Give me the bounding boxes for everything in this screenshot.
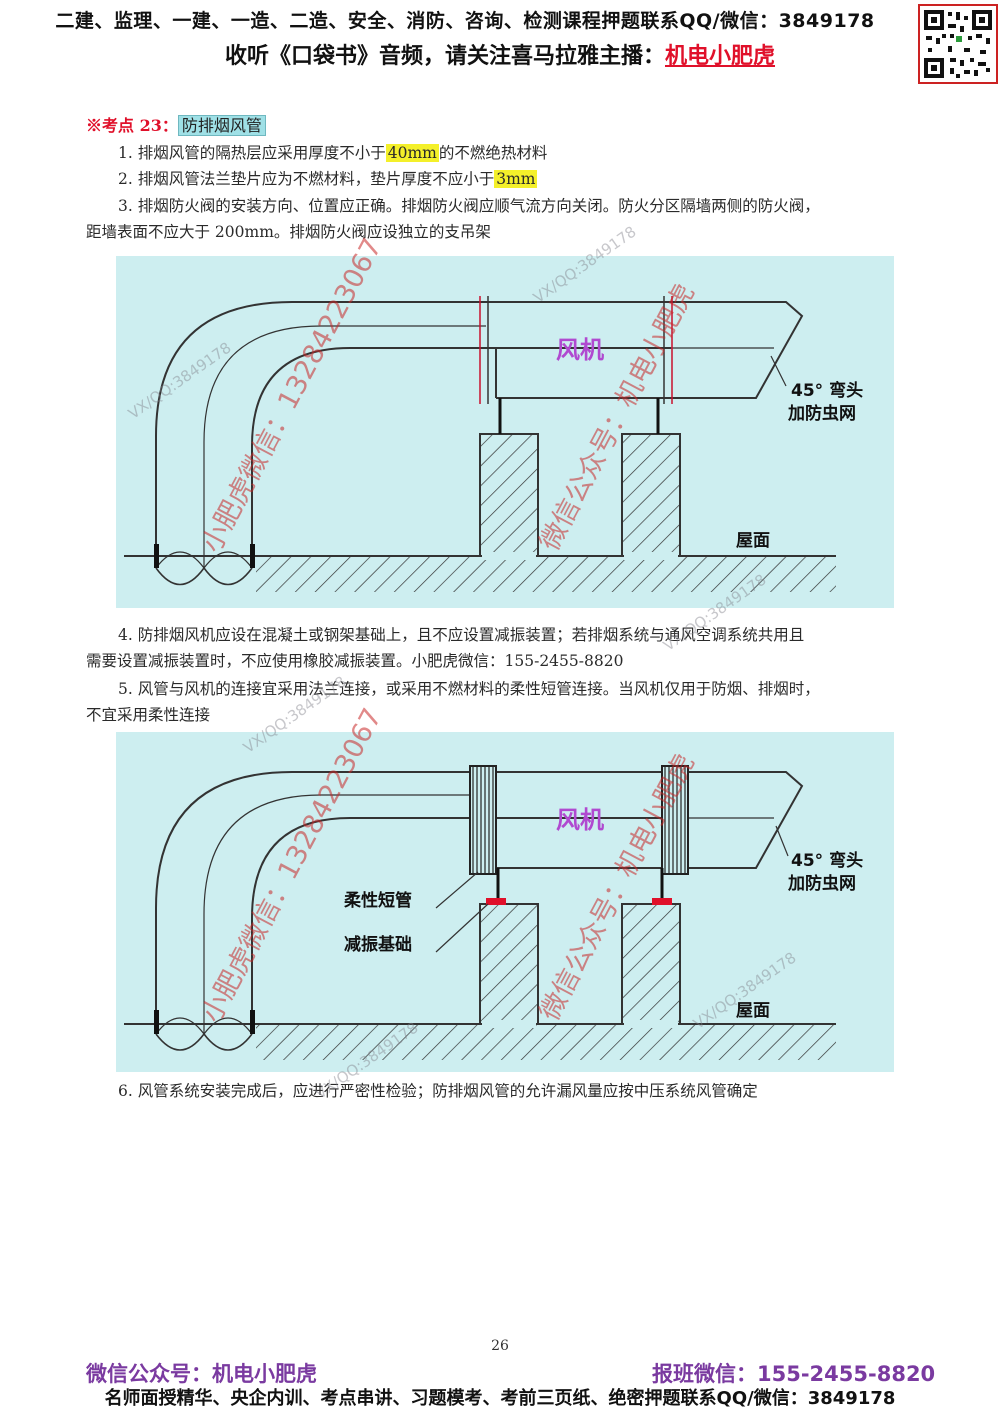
figure-fan-rigid-connection: 风机 45° 弯头 加防虫网 屋面 (116, 256, 894, 608)
elbow-label-line-2: 加防虫网 (787, 873, 856, 894)
qr-code-image (918, 4, 998, 84)
header-contact-line: 二建、监理、一建、一造、二造、安全、消防、咨询、检测课程押题联系QQ/微信：38… (55, 10, 875, 32)
fan-label: 风机 (556, 806, 604, 834)
footer-official-account: 微信公众号：机电小肥虎 (86, 1362, 317, 1386)
figure-fan-flexible-connection: 风机 45° 弯头 加防虫网 柔性短管 减振基础 屋面 (116, 732, 894, 1072)
header-audio-line: 收听《口袋书》音频，请关注喜马拉雅主播：机电小肥虎 (0, 38, 1000, 70)
roof-label: 屋面 (736, 531, 770, 551)
flex-joint-label: 柔性短管 (344, 890, 412, 911)
section-title-text: 防排烟风管 (177, 115, 266, 136)
elbow-label-line-1: 45° 弯头 (791, 850, 863, 871)
item-1-text-a: 1. 排烟风管的隔热层应采用厚度不小于 (118, 144, 386, 162)
item-3-line-2: 距墙表面不应大于 200mm。排烟防火阀应设独立的支吊架 (86, 223, 491, 241)
elbow-label-line-1: 45° 弯头 (791, 380, 863, 401)
item-5-line-1: 5. 风管与风机的连接宜采用法兰连接，或采用不燃材料的柔性短管连接。当风机仅用于… (118, 680, 820, 698)
fan-label: 风机 (556, 336, 604, 364)
item-4-line-1: 4. 防排烟风机应设在混凝土或钢架基础上，且不应设置减振装置；若排烟系统与通风空… (118, 626, 805, 644)
header-audio-prefix: 收听《口袋书》音频，请关注喜马拉雅主播： (224, 44, 665, 69)
roof-label: 屋面 (736, 1001, 770, 1021)
damping-base-label: 减振基础 (344, 934, 412, 955)
header-anchor-name[interactable]: 机电小肥虎 (665, 44, 776, 69)
item-6: 6. 风管系统安装完成后，应进行严密性检验；防排烟风管的允许漏风量应按中压系统风… (118, 1082, 758, 1100)
section-title: ※考点 23：防排烟风管 (86, 112, 266, 136)
item-3-line-1: 3. 排烟防火阀的安装方向、位置应正确。排烟防火阀应顺气流方向关闭。防火分区隔墙… (118, 197, 820, 215)
item-1-text-b: 的不燃绝热材料 (438, 144, 548, 162)
item-5-line-2: 不宜采用柔性连接 (86, 706, 211, 724)
elbow-label-line-2: 加防虫网 (787, 403, 856, 424)
item-4-line-2: 需要设置减振装置时，不应使用橡胶减振装置。小肥虎微信：155-2455-8820 (86, 652, 624, 670)
page-number: 26 (491, 1338, 509, 1354)
footer-enroll-wechat: 报班微信：155-2455-8820 (652, 1362, 936, 1386)
item-1-highlight: 40mm (385, 144, 439, 162)
item-2-text: 2. 排烟风管法兰垫片应为不燃材料，垫片厚度不应小于 (118, 170, 495, 188)
section-marker: ※考点 23： (86, 116, 178, 135)
footer-contact-line: 名师面授精华、央企内训、考点串讲、习题模考、考前三页纸、绝密押题联系QQ/微信：… (104, 1388, 896, 1409)
item-2-highlight: 3mm (494, 170, 538, 188)
